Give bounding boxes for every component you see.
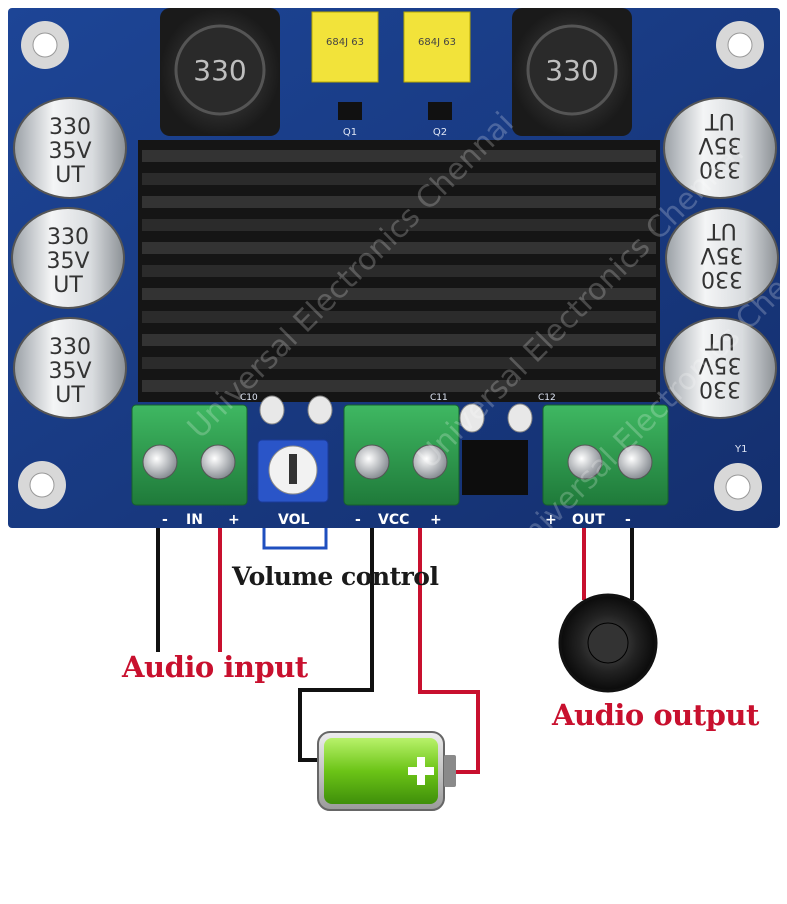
power-plus: + (430, 512, 442, 528)
mounting-hole-tl (21, 21, 69, 69)
heatsink-fin (142, 242, 656, 254)
capacitor-marking: 330 (47, 225, 89, 250)
audio-output-label: Audio output (552, 698, 759, 732)
capacitor-marking: 35V (698, 352, 741, 377)
capacitor-marking: UT (55, 163, 85, 188)
inductor-right-marking: 330 (545, 54, 598, 87)
input-plus: + (228, 512, 240, 528)
silkscreen-y1: Y1 (734, 444, 747, 455)
power-label: VCC (378, 512, 409, 528)
silkscreen-q2: Q2 (433, 127, 447, 138)
heatsink (138, 140, 660, 402)
capacitor-marking: 35V (698, 132, 741, 157)
heatsink-fin (142, 150, 656, 162)
capacitor-marking: 35V (46, 249, 89, 274)
heatsink-fin (142, 334, 656, 346)
capacitor-marking: 330 (701, 266, 743, 291)
output-minus: - (625, 512, 631, 528)
output-label: OUT (572, 512, 605, 528)
capacitor-marking: 35V (48, 359, 91, 384)
film-capacitor-right: 684J 63 (403, 11, 471, 83)
mounting-holes (18, 21, 764, 511)
capacitor-marking: UT (705, 108, 735, 133)
output-plus: + (545, 512, 557, 528)
volume-potentiometer[interactable] (257, 439, 329, 503)
heatsink-fin (142, 265, 656, 277)
mounting-hole-tr (716, 21, 764, 69)
heatsink-fin (142, 219, 656, 231)
inductor-left-marking: 330 (193, 54, 246, 87)
output-terminal[interactable] (542, 404, 669, 506)
capacitor-marking: UT (707, 218, 737, 243)
mounting-hole-br (714, 463, 762, 511)
speaker-icon (558, 593, 658, 693)
heatsink-fin (142, 357, 656, 369)
silkscreen-q1: Q1 (343, 127, 357, 138)
heatsink-fin (142, 288, 656, 300)
capacitor-marking: UT (705, 328, 735, 353)
input-minus: - (162, 512, 168, 528)
capacitor-marking: 35V (700, 242, 743, 267)
battery-positive-wire (418, 528, 480, 774)
transistor-q1 (338, 102, 362, 120)
film-capacitor-right-marking: 684J 63 (418, 37, 456, 48)
capacitor-marking: 35V (48, 139, 91, 164)
volume-bracket (262, 528, 328, 550)
silkscreen-c10: C10 (240, 393, 258, 403)
capacitor-marking: 330 (49, 335, 91, 360)
film-capacitor-left: 684J 63 (311, 11, 379, 83)
capacitor-marking: 330 (699, 376, 741, 401)
mounting-hole-bl (18, 461, 66, 509)
volume-label: VOL (278, 512, 309, 528)
power-terminal[interactable] (343, 404, 460, 506)
wires (156, 528, 634, 774)
silkscreen-c11: C11 (430, 393, 448, 403)
amplifier-board: 330 330 684J 63 684J 63 Q1 Q2 33035VUT33… (8, 8, 780, 528)
heatsink-fin (142, 173, 656, 185)
regulator-ic (462, 440, 528, 495)
power-minus: - (355, 512, 361, 528)
transistor-q2 (428, 102, 452, 120)
heatsink-fin (142, 380, 656, 392)
battery-negative-wire (298, 528, 374, 762)
film-capacitor-left-marking: 684J 63 (326, 37, 364, 48)
volume-control-label: Volume control (232, 562, 439, 591)
inductor-left: 330 (160, 8, 280, 136)
heatsink-fin (142, 196, 656, 208)
capacitor-marking: UT (55, 383, 85, 408)
battery-icon (317, 731, 456, 811)
heatsink-fin (142, 311, 656, 323)
capacitor-marking: 330 (49, 115, 91, 140)
silkscreen-labels: - IN + VOL - VCC + + OUT - (162, 512, 631, 528)
capacitor-marking: UT (53, 273, 83, 298)
audio-input-label: Audio input (122, 650, 308, 684)
ceramic-capacitors (259, 395, 533, 433)
heatsink-fins (142, 150, 656, 392)
inductor-right: 330 (512, 8, 632, 136)
input-terminal[interactable] (131, 404, 248, 506)
capacitor-marking: 330 (699, 156, 741, 181)
silkscreen-c12: C12 (538, 393, 556, 403)
input-label: IN (186, 512, 203, 528)
